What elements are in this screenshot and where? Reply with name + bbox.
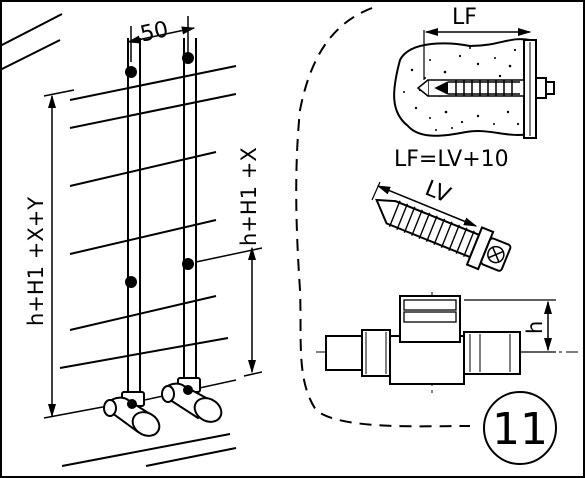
valve-right	[161, 377, 223, 423]
bracket-top-right	[182, 52, 194, 64]
bracket-bottom-left	[125, 276, 137, 288]
radiator-drawing	[0, 13, 237, 467]
lf-label: LF	[452, 5, 477, 30]
total-height-dimension	[43, 89, 109, 419]
bracket-top-left	[125, 66, 137, 78]
valve-left	[103, 386, 161, 437]
spacing-label: 50	[138, 17, 171, 47]
wall-anchor-detail	[393, 27, 555, 139]
step-number: 11	[492, 404, 548, 455]
total-height-label: h+H1 +X+Y	[24, 197, 48, 326]
screw-detail	[371, 181, 512, 272]
partial-height-dimension	[195, 246, 263, 377]
lf-formula: LF=LV+10	[394, 147, 509, 172]
tee-connector-detail	[316, 292, 578, 396]
dashed-divider	[295, 7, 471, 428]
bracket-bottom-right	[182, 258, 194, 270]
step-number-circle	[483, 391, 557, 465]
lv-label: LV	[421, 176, 453, 209]
spacing-dimension	[126, 16, 196, 62]
bracket-points	[125, 52, 194, 288]
h-label: h	[523, 321, 547, 334]
partial-height-label: h+H1 +X	[237, 147, 261, 246]
